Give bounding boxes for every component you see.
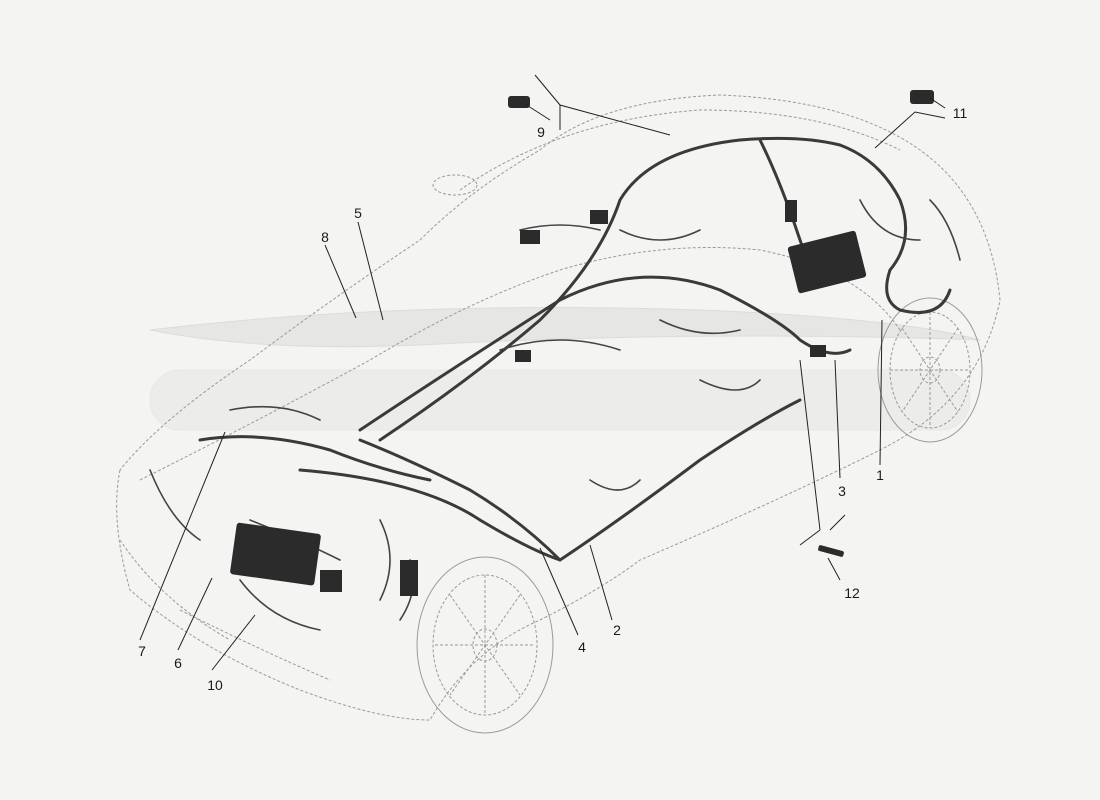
connector — [320, 570, 342, 592]
callout-6: 6 — [174, 655, 182, 671]
callouts: 1 2 3 4 5 6 7 8 9 10 11 12 — [138, 105, 967, 693]
connector-part-9 — [508, 96, 530, 108]
watermark-logo — [149, 307, 981, 431]
connector-part-11 — [910, 90, 934, 104]
connector — [515, 350, 531, 362]
front-wheel — [416, 556, 554, 734]
leader-lines — [139, 74, 946, 671]
callout-12: 12 — [844, 585, 860, 601]
connector — [520, 230, 540, 244]
connector — [400, 560, 418, 596]
connector — [785, 200, 797, 222]
callout-8: 8 — [321, 229, 329, 245]
connector — [590, 210, 608, 224]
callout-11: 11 — [953, 105, 968, 121]
connector-part-12 — [818, 545, 844, 557]
callout-2: 2 — [613, 622, 621, 638]
callout-3: 3 — [838, 483, 846, 499]
callout-9: 9 — [537, 124, 545, 140]
callout-1: 1 — [876, 467, 884, 483]
connector — [810, 345, 826, 357]
callout-7: 7 — [138, 643, 146, 659]
battery-module — [230, 522, 321, 586]
control-unit-module — [787, 230, 867, 294]
callout-4: 4 — [578, 639, 586, 655]
callout-10: 10 — [207, 677, 223, 693]
wiring-harness — [149, 136, 961, 631]
callout-5: 5 — [354, 205, 362, 221]
connectors — [230, 90, 934, 596]
